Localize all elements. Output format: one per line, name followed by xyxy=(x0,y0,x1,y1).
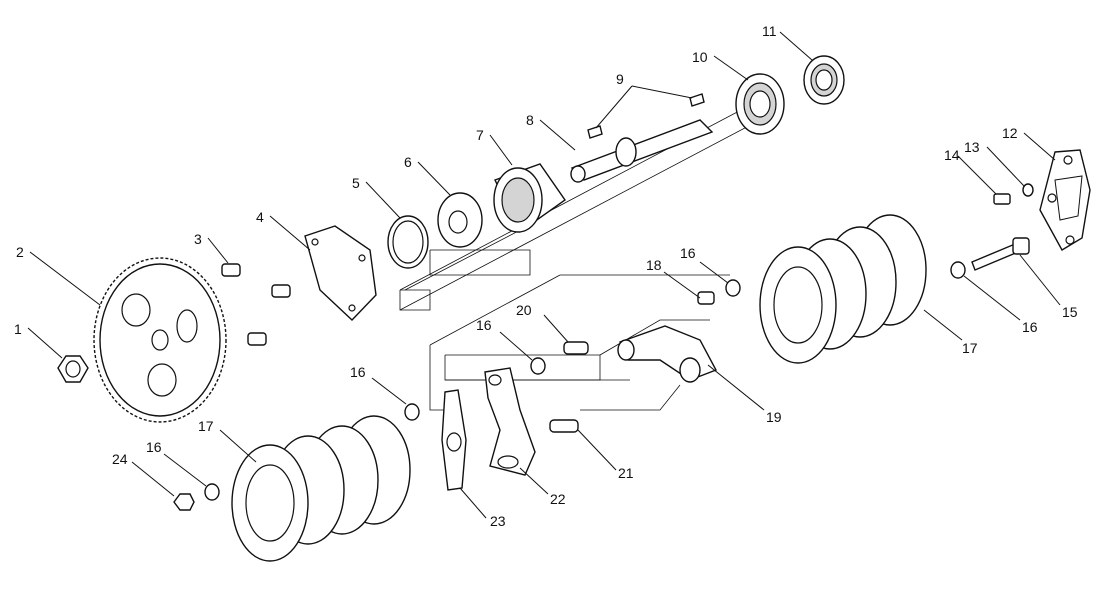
part-6-washer xyxy=(437,192,483,248)
part-19-rocker xyxy=(617,325,717,383)
part-15-bolt xyxy=(971,237,1030,271)
callout-7: 7 xyxy=(476,127,484,143)
callout-16c: 16 xyxy=(476,317,492,333)
callout-16b: 16 xyxy=(680,245,696,261)
part-13-washer xyxy=(1022,183,1034,197)
part-21-screw xyxy=(549,419,579,433)
part-4-plate xyxy=(304,225,377,321)
callout-20: 20 xyxy=(516,302,532,318)
part-10-bearing xyxy=(735,73,785,135)
callout-6: 6 xyxy=(404,154,412,170)
part-16-washers xyxy=(204,261,966,501)
part-24-nut xyxy=(173,493,195,511)
callout-19: 19 xyxy=(766,409,782,425)
part-5-ring xyxy=(387,215,429,269)
callout-23: 23 xyxy=(490,513,506,529)
part-22-linkage xyxy=(484,367,536,476)
part-12-bracket xyxy=(1039,149,1091,251)
callout-9: 9 xyxy=(616,71,624,87)
part-8-shaft xyxy=(570,119,714,183)
callout-1: 1 xyxy=(14,321,22,337)
callout-16e: 16 xyxy=(146,439,162,455)
callout-labels: 1 2 3 4 5 6 7 8 9 10 11 12 13 14 15 16 1… xyxy=(14,23,1078,529)
callout-17a: 17 xyxy=(962,340,978,356)
callout-3: 3 xyxy=(194,231,202,247)
part-14-screw xyxy=(993,193,1011,205)
callout-12: 12 xyxy=(1002,125,1018,141)
part-2-gear xyxy=(93,257,227,423)
part-17-gaskets-right xyxy=(759,214,927,364)
callout-14: 14 xyxy=(944,147,960,163)
part-7-cup xyxy=(493,163,566,234)
callout-11: 11 xyxy=(762,23,777,39)
callout-17b: 17 xyxy=(198,418,214,434)
callout-22: 22 xyxy=(550,491,566,507)
part-20-pin xyxy=(563,341,589,355)
callout-13: 13 xyxy=(964,139,980,155)
part-18-pin xyxy=(697,291,715,305)
callout-4: 4 xyxy=(256,209,264,225)
leader-lines xyxy=(27,31,1061,519)
callout-24: 24 xyxy=(112,451,128,467)
callout-16d: 16 xyxy=(350,364,366,380)
part-11-seal xyxy=(803,55,845,105)
part-1-nut xyxy=(57,355,89,383)
callout-21: 21 xyxy=(618,465,634,481)
part-17-gaskets-left xyxy=(231,415,411,562)
callout-2: 2 xyxy=(16,244,24,260)
callout-15: 15 xyxy=(1062,304,1078,320)
part-23-plate xyxy=(441,389,467,491)
callout-8: 8 xyxy=(526,112,534,128)
part-3-bolts xyxy=(221,263,291,346)
callout-18: 18 xyxy=(646,257,662,273)
callout-16a: 16 xyxy=(1022,319,1038,335)
callout-10: 10 xyxy=(692,49,708,65)
callout-5: 5 xyxy=(352,175,360,191)
